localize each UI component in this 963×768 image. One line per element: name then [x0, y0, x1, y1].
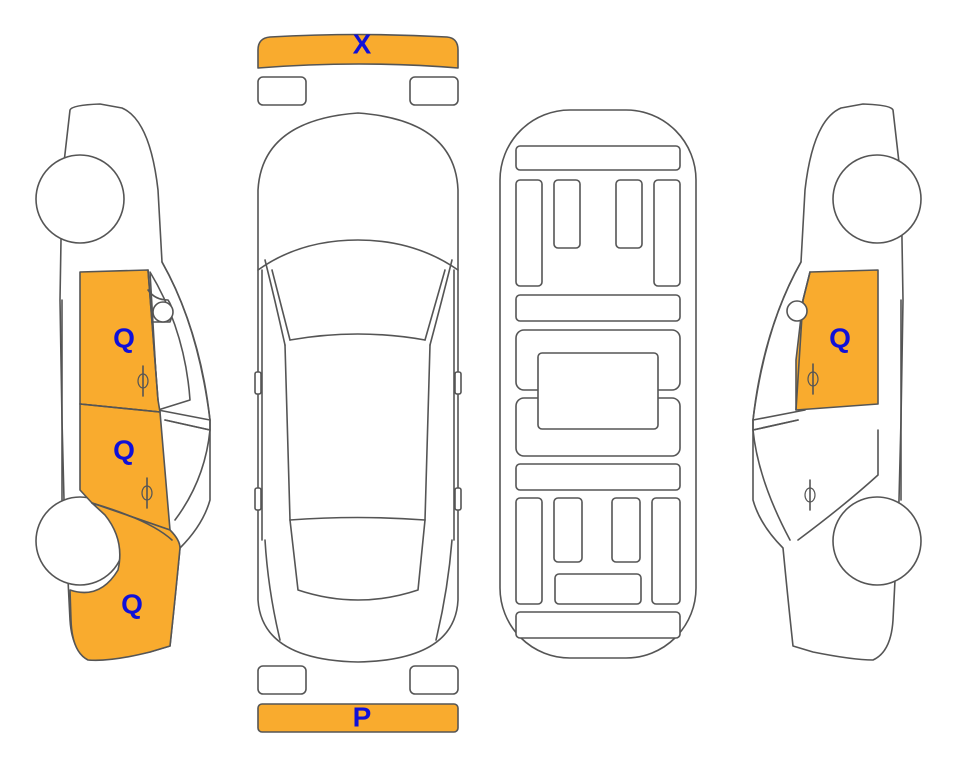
right-mirror	[786, 300, 808, 322]
front-bumper-mark: X	[353, 28, 372, 59]
left-headlight	[257, 76, 307, 106]
left-front-wheel	[35, 154, 125, 244]
left-taillight	[257, 665, 307, 695]
top-car-body	[257, 112, 459, 663]
left-rear-quarter-mark: Q	[121, 588, 143, 619]
right-taillight	[409, 665, 459, 695]
rear-bumper-mark: P	[353, 701, 372, 732]
underside-center-panel	[537, 352, 659, 430]
right-rear-wheel	[832, 496, 922, 586]
right-rear-door-handle	[804, 479, 816, 511]
left-rear-door-mark: Q	[113, 434, 135, 465]
right-front-door-handle	[807, 363, 819, 395]
left-mirror	[152, 301, 174, 323]
right-headlight	[409, 76, 459, 106]
right-front-door-mark: Q	[829, 322, 851, 353]
right-front-wheel	[832, 154, 922, 244]
top-view	[254, 33, 462, 733]
underside-view	[499, 109, 697, 659]
left-front-door-panel	[79, 269, 161, 413]
front-bumper-panel	[257, 33, 459, 69]
left-front-door-mark: Q	[113, 322, 135, 353]
rear-bumper-panel	[257, 703, 459, 733]
left-rear-door-handle	[141, 477, 153, 509]
left-rear-quarter-panel	[69, 502, 181, 662]
left-front-door-handle	[137, 365, 149, 397]
